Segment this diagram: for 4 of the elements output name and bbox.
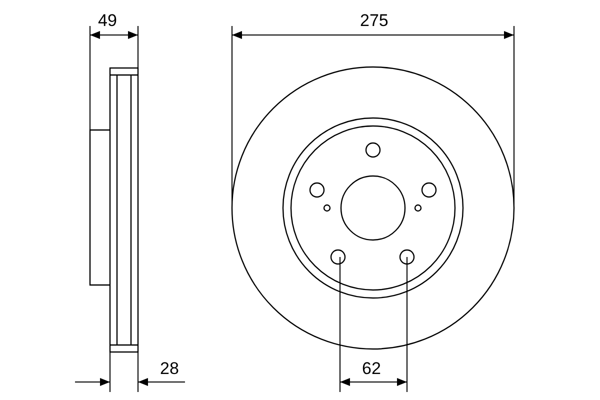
dimension-label: 49: [98, 12, 117, 30]
dimension-label: 62: [362, 360, 381, 378]
dimension-label: 275: [360, 12, 388, 30]
dimension-label: 28: [160, 360, 179, 378]
